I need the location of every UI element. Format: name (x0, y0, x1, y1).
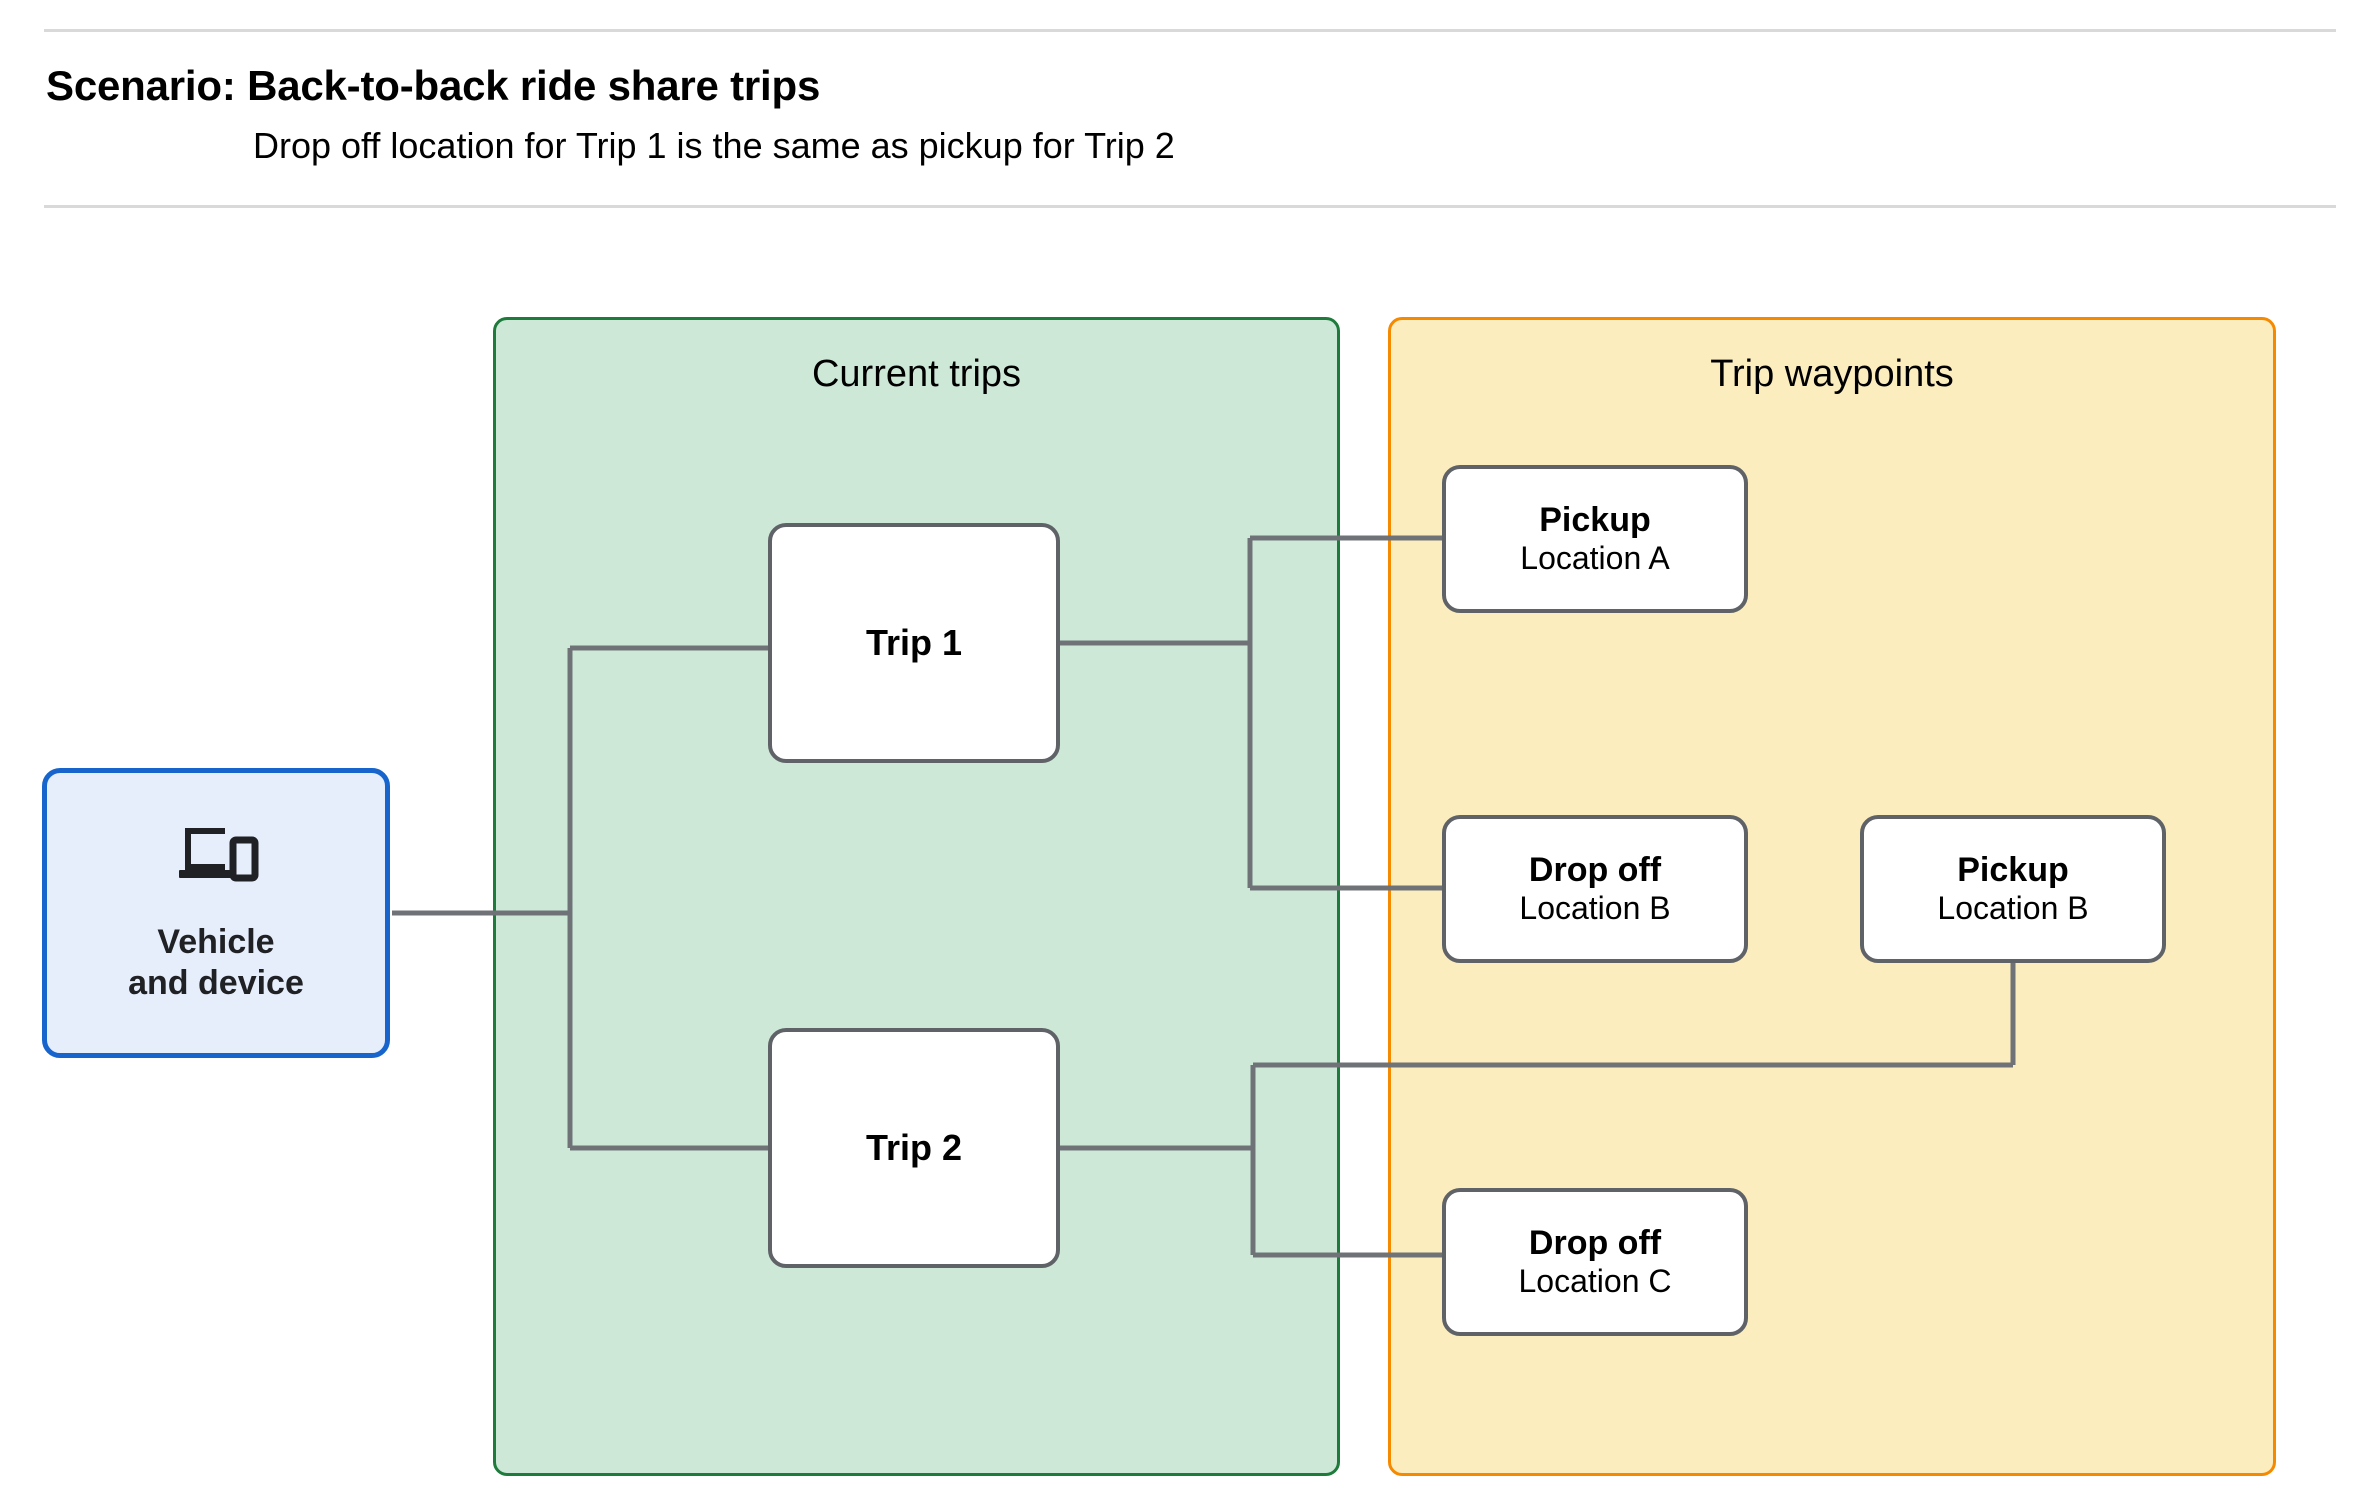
trip-2-label: Trip 2 (865, 1126, 963, 1168)
page-subtitle: Drop off location for Trip 1 is the same… (253, 125, 1175, 166)
waypoint-dropoff-b-title: Drop off (1528, 851, 1662, 890)
header-divider-top (44, 29, 2336, 32)
trip-1-node[interactable]: Trip 1 (768, 523, 1060, 763)
trip-2-node[interactable]: Trip 2 (768, 1028, 1060, 1268)
waypoint-pickup-b-title: Pickup (1957, 851, 2069, 890)
vehicle-label: Vehicle and device (128, 922, 304, 1005)
page-title: Scenario: Back-to-back ride share trips (46, 62, 821, 109)
waypoint-pickup-b-node[interactable]: Pickup Location B (1860, 815, 2166, 963)
waypoint-pickup-a-location: Location A (1520, 540, 1670, 577)
waypoint-dropoff-c-location: Location C (1518, 1263, 1672, 1300)
waypoint-pickup-a-node[interactable]: Pickup Location A (1442, 465, 1748, 613)
header-divider-bottom (44, 205, 2336, 208)
group-trip-waypoints-label: Trip waypoints (1710, 353, 1954, 395)
vehicle-label-line1: Vehicle (157, 922, 275, 961)
devices-icon (173, 822, 259, 884)
group-current-trips-label: Current trips (811, 353, 1022, 395)
group-current-trips: Current trips (493, 317, 1340, 1476)
waypoint-pickup-a-title: Pickup (1539, 501, 1651, 540)
vehicle-and-device-node[interactable]: Vehicle and device (42, 768, 390, 1058)
waypoint-pickup-b-location: Location B (1937, 890, 2089, 927)
trip-1-label: Trip 1 (865, 621, 963, 663)
waypoint-dropoff-b-location: Location B (1519, 890, 1671, 927)
waypoint-dropoff-c-node[interactable]: Drop off Location C (1442, 1188, 1748, 1336)
waypoint-dropoff-c-title: Drop off (1528, 1224, 1662, 1263)
vehicle-label-line2: and device (128, 964, 304, 1002)
waypoint-dropoff-b-node[interactable]: Drop off Location B (1442, 815, 1748, 963)
